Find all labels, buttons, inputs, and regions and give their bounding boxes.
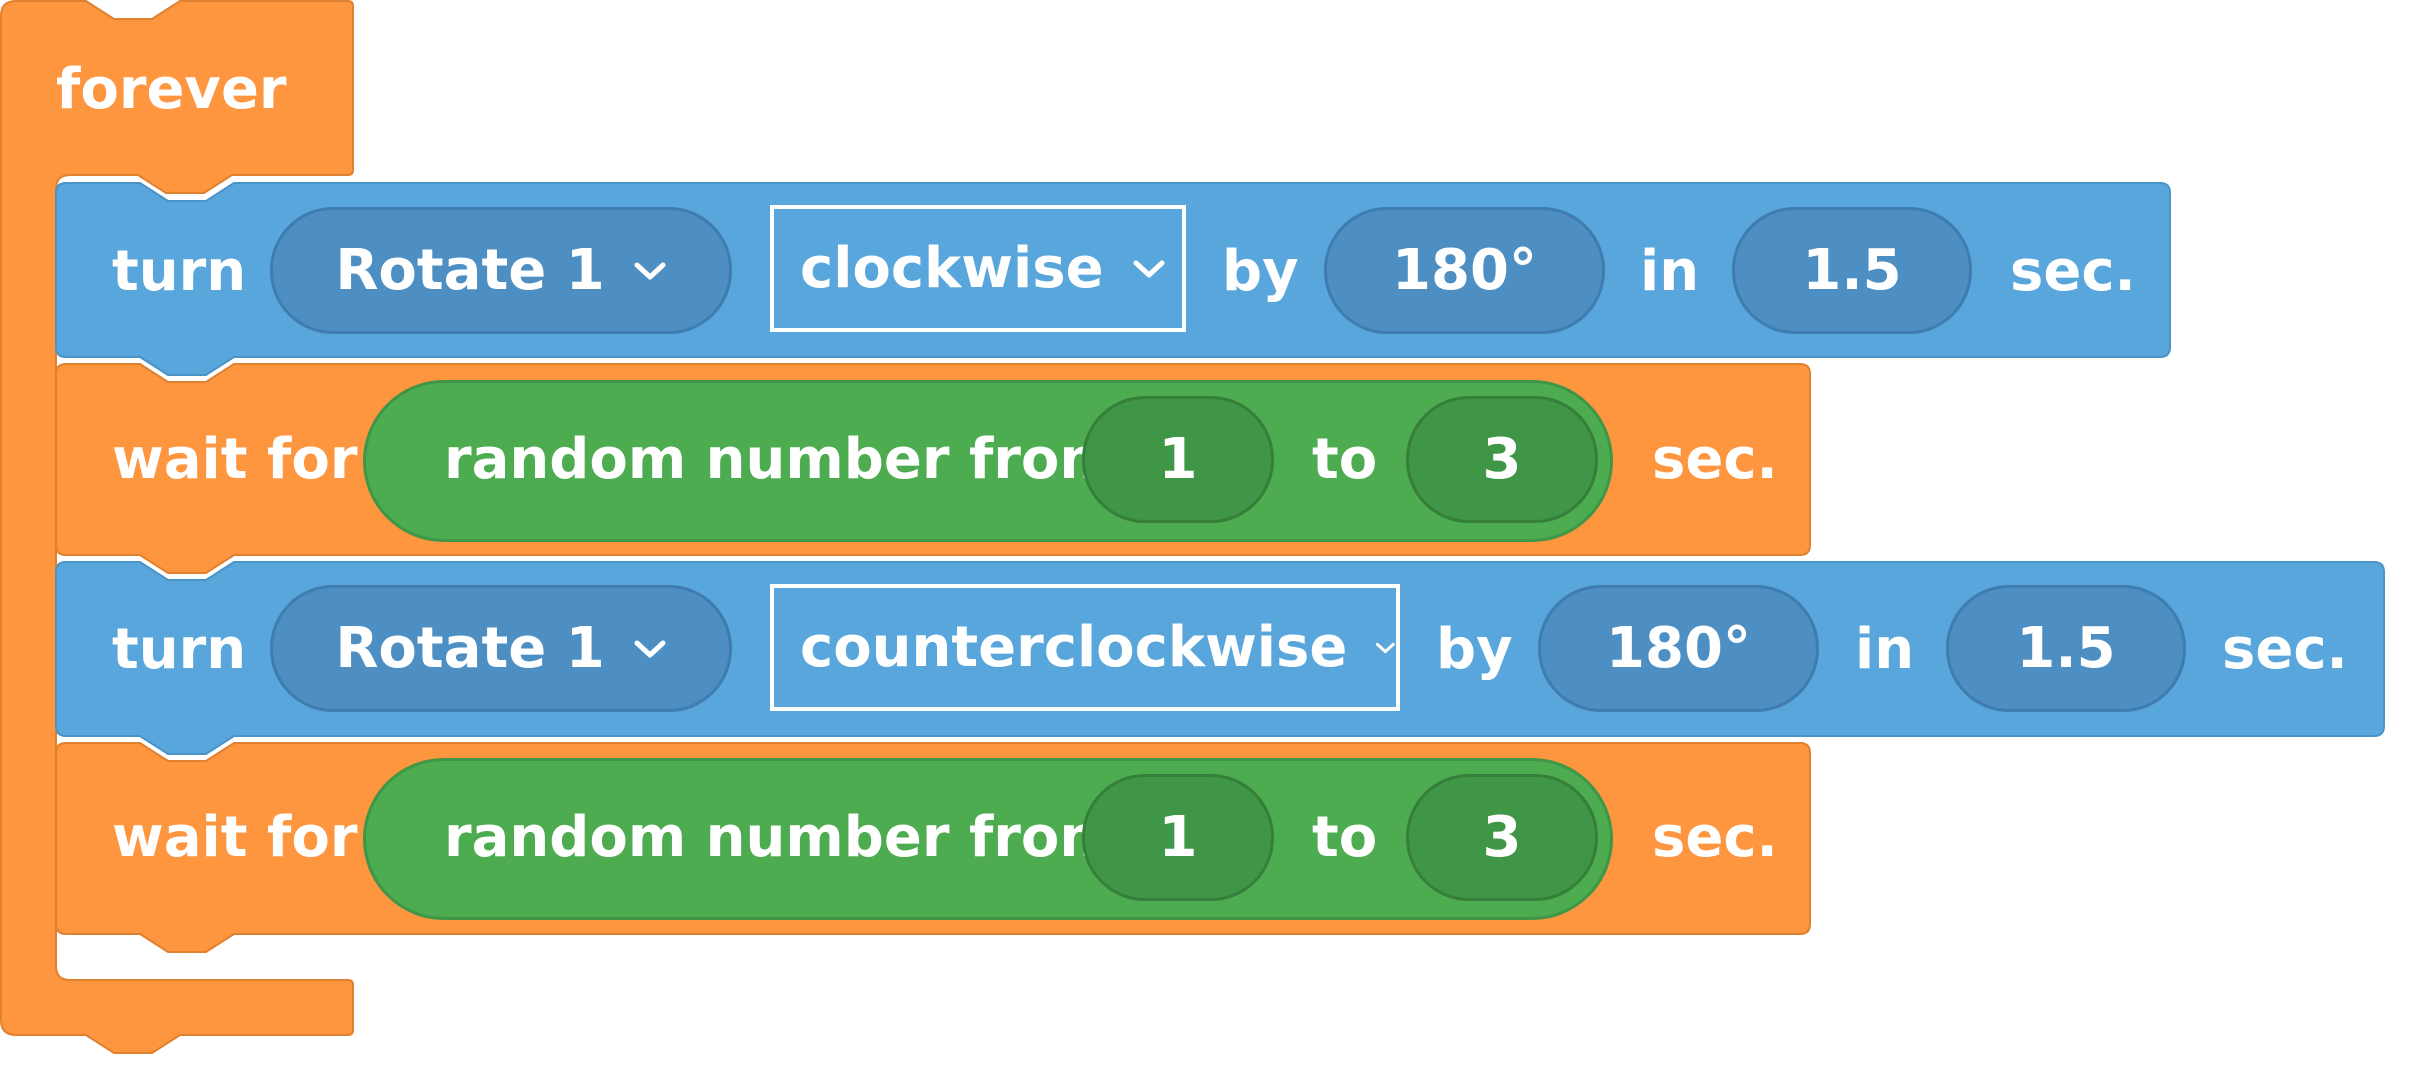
sec-label: sec. — [1652, 427, 1778, 492]
random-to-value: 3 — [1482, 427, 1522, 492]
duration-value: 1.5 — [2016, 616, 2116, 681]
random-number-label: random number from — [444, 427, 1118, 492]
sec-label: sec. — [2010, 239, 2136, 304]
angle-value: 180° — [1392, 238, 1537, 303]
angle-value: 180° — [1606, 616, 1751, 681]
random-number-label: random number from — [444, 805, 1118, 870]
direction-dropdown[interactable]: clockwise — [770, 205, 1186, 332]
random-to-input[interactable]: 3 — [1406, 774, 1598, 901]
wait-for-label: wait for — [112, 427, 358, 492]
forever-label: forever — [56, 57, 287, 122]
angle-input[interactable]: 180° — [1538, 585, 1819, 712]
random-to-value: 3 — [1482, 805, 1522, 870]
turn-label: turn — [112, 239, 247, 304]
duration-input[interactable]: 1.5 — [1946, 585, 2186, 712]
motor-dropdown[interactable]: Rotate 1 — [270, 207, 732, 334]
in-label: in — [1640, 239, 1700, 304]
forever-block[interactable] — [0, 0, 354, 1054]
direction-value: clockwise — [800, 236, 1104, 301]
motor-dropdown[interactable]: Rotate 1 — [270, 585, 732, 712]
chevron-down-icon — [634, 640, 666, 657]
to-label: to — [1312, 427, 1378, 492]
motor-value: Rotate 1 — [335, 238, 605, 303]
chevron-down-icon — [634, 262, 666, 279]
random-number-reporter[interactable] — [363, 758, 1613, 920]
motor-value: Rotate 1 — [335, 616, 605, 681]
duration-input[interactable]: 1.5 — [1732, 207, 1972, 334]
duration-value: 1.5 — [1802, 238, 1902, 303]
sec-label: sec. — [1652, 805, 1778, 870]
random-from-value: 1 — [1158, 427, 1198, 492]
by-label: by — [1436, 617, 1513, 682]
random-from-input[interactable]: 1 — [1082, 774, 1274, 901]
random-number-reporter[interactable] — [363, 380, 1613, 542]
to-label: to — [1312, 805, 1378, 870]
angle-input[interactable]: 180° — [1324, 207, 1605, 334]
sec-label: sec. — [2222, 617, 2348, 682]
in-label: in — [1855, 617, 1915, 682]
direction-dropdown[interactable]: counterclockwise — [770, 584, 1400, 711]
random-from-value: 1 — [1158, 805, 1198, 870]
direction-value: counterclockwise — [800, 615, 1348, 680]
chevron-down-icon — [1376, 642, 1396, 653]
wait-for-label: wait for — [112, 805, 358, 870]
random-from-input[interactable]: 1 — [1082, 396, 1274, 523]
by-label: by — [1222, 239, 1299, 304]
chevron-down-icon — [1133, 260, 1165, 277]
random-to-input[interactable]: 3 — [1406, 396, 1598, 523]
turn-label: turn — [112, 617, 247, 682]
